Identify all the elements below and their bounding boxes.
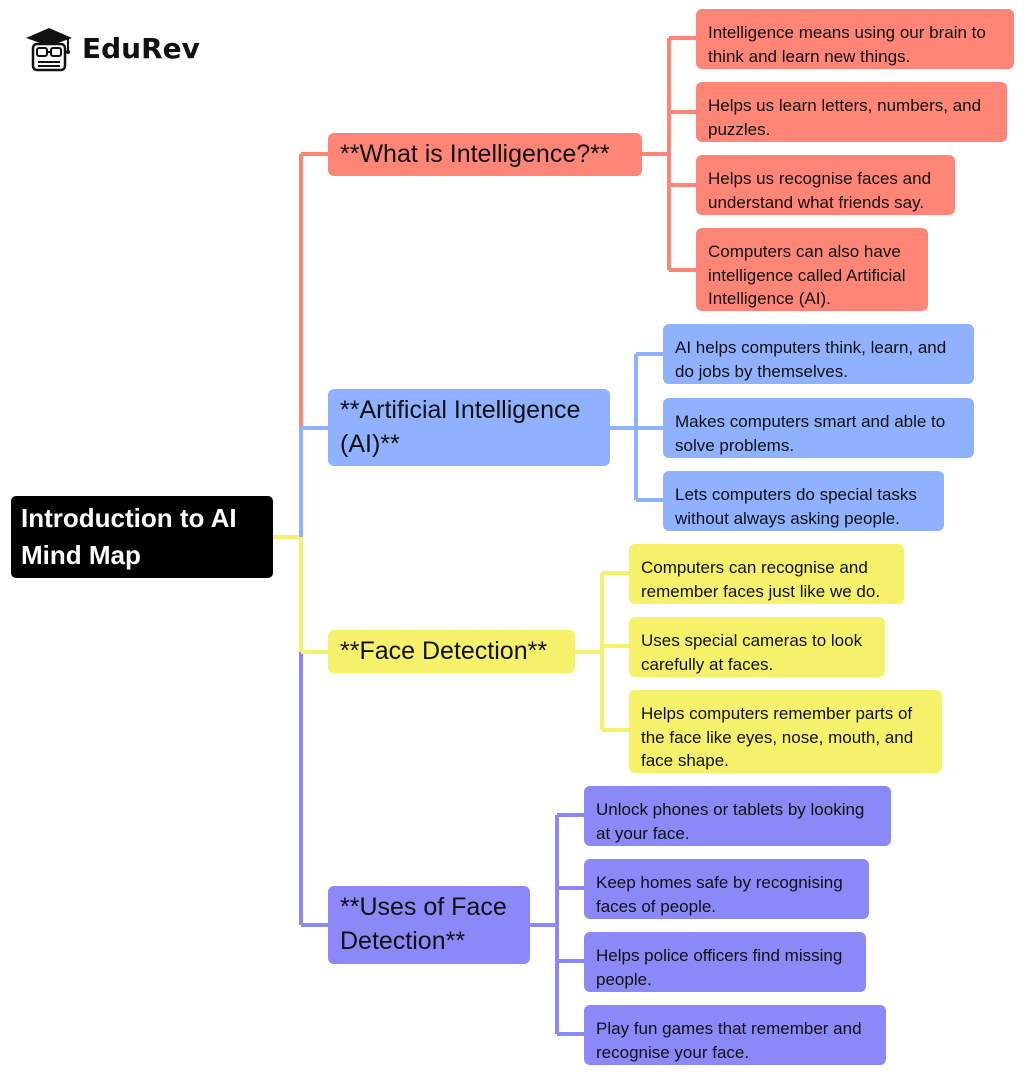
leaf-uses-1: Unlock phones or tablets by looking at y…	[584, 786, 891, 846]
brand-name: EduRev	[82, 32, 200, 65]
leaf-intelligence-4: Computers can also have intelligence cal…	[696, 228, 928, 311]
leaf-ai-3: Lets computers do special tasks without …	[663, 471, 944, 531]
leaf-intelligence-1: Intelligence means using our brain to th…	[696, 9, 1014, 69]
leaf-uses-3: Helps police officers find missing peopl…	[584, 932, 866, 992]
leaf-uses-4: Play fun games that remember and recogni…	[584, 1005, 886, 1065]
branch-artificial-intelligence: **Artificial Intelligence (AI)**	[328, 389, 610, 466]
leaf-intelligence-3: Helps us recognise faces and understand …	[696, 155, 955, 215]
leaf-intelligence-2: Helps us learn letters, numbers, and puz…	[696, 82, 1007, 142]
branch-uses-of-face-detection: **Uses of Face Detection**	[328, 886, 530, 964]
leaf-face-detection-2: Uses special cameras to look carefully a…	[629, 617, 885, 677]
leaf-face-detection-1: Computers can recognise and remember fac…	[629, 544, 904, 604]
leaf-ai-1: AI helps computers think, learn, and do …	[663, 324, 974, 384]
leaf-uses-2: Keep homes safe by recognising faces of …	[584, 859, 869, 919]
edurev-logo[interactable]: EduRev	[22, 24, 222, 72]
branch-what-is-intelligence: **What is Intelligence?**	[328, 133, 642, 176]
leaf-ai-2: Makes computers smart and able to solve …	[663, 398, 974, 458]
root-node: Introduction to AI Mind Map	[11, 496, 273, 578]
branch-face-detection: **Face Detection**	[328, 630, 575, 673]
graduation-cap-student-icon	[26, 28, 72, 72]
leaf-face-detection-3: Helps computers remember parts of the fa…	[629, 690, 942, 773]
